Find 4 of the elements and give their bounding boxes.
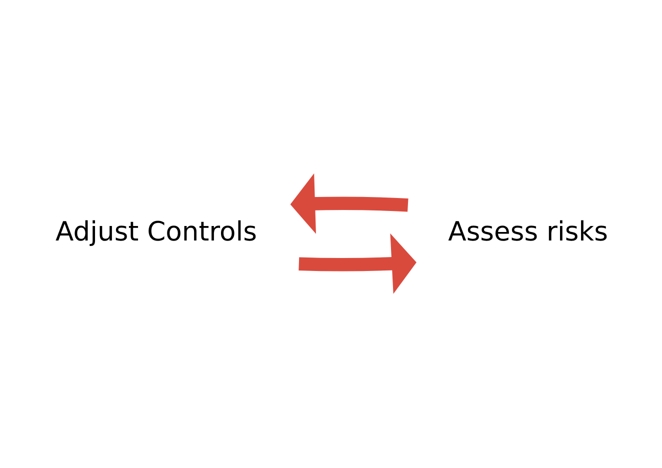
node-text: Assess risks — [448, 216, 608, 248]
arrow — [298, 233, 416, 294]
arrow — [290, 173, 408, 234]
node-text: Adjust Controls — [56, 216, 257, 248]
